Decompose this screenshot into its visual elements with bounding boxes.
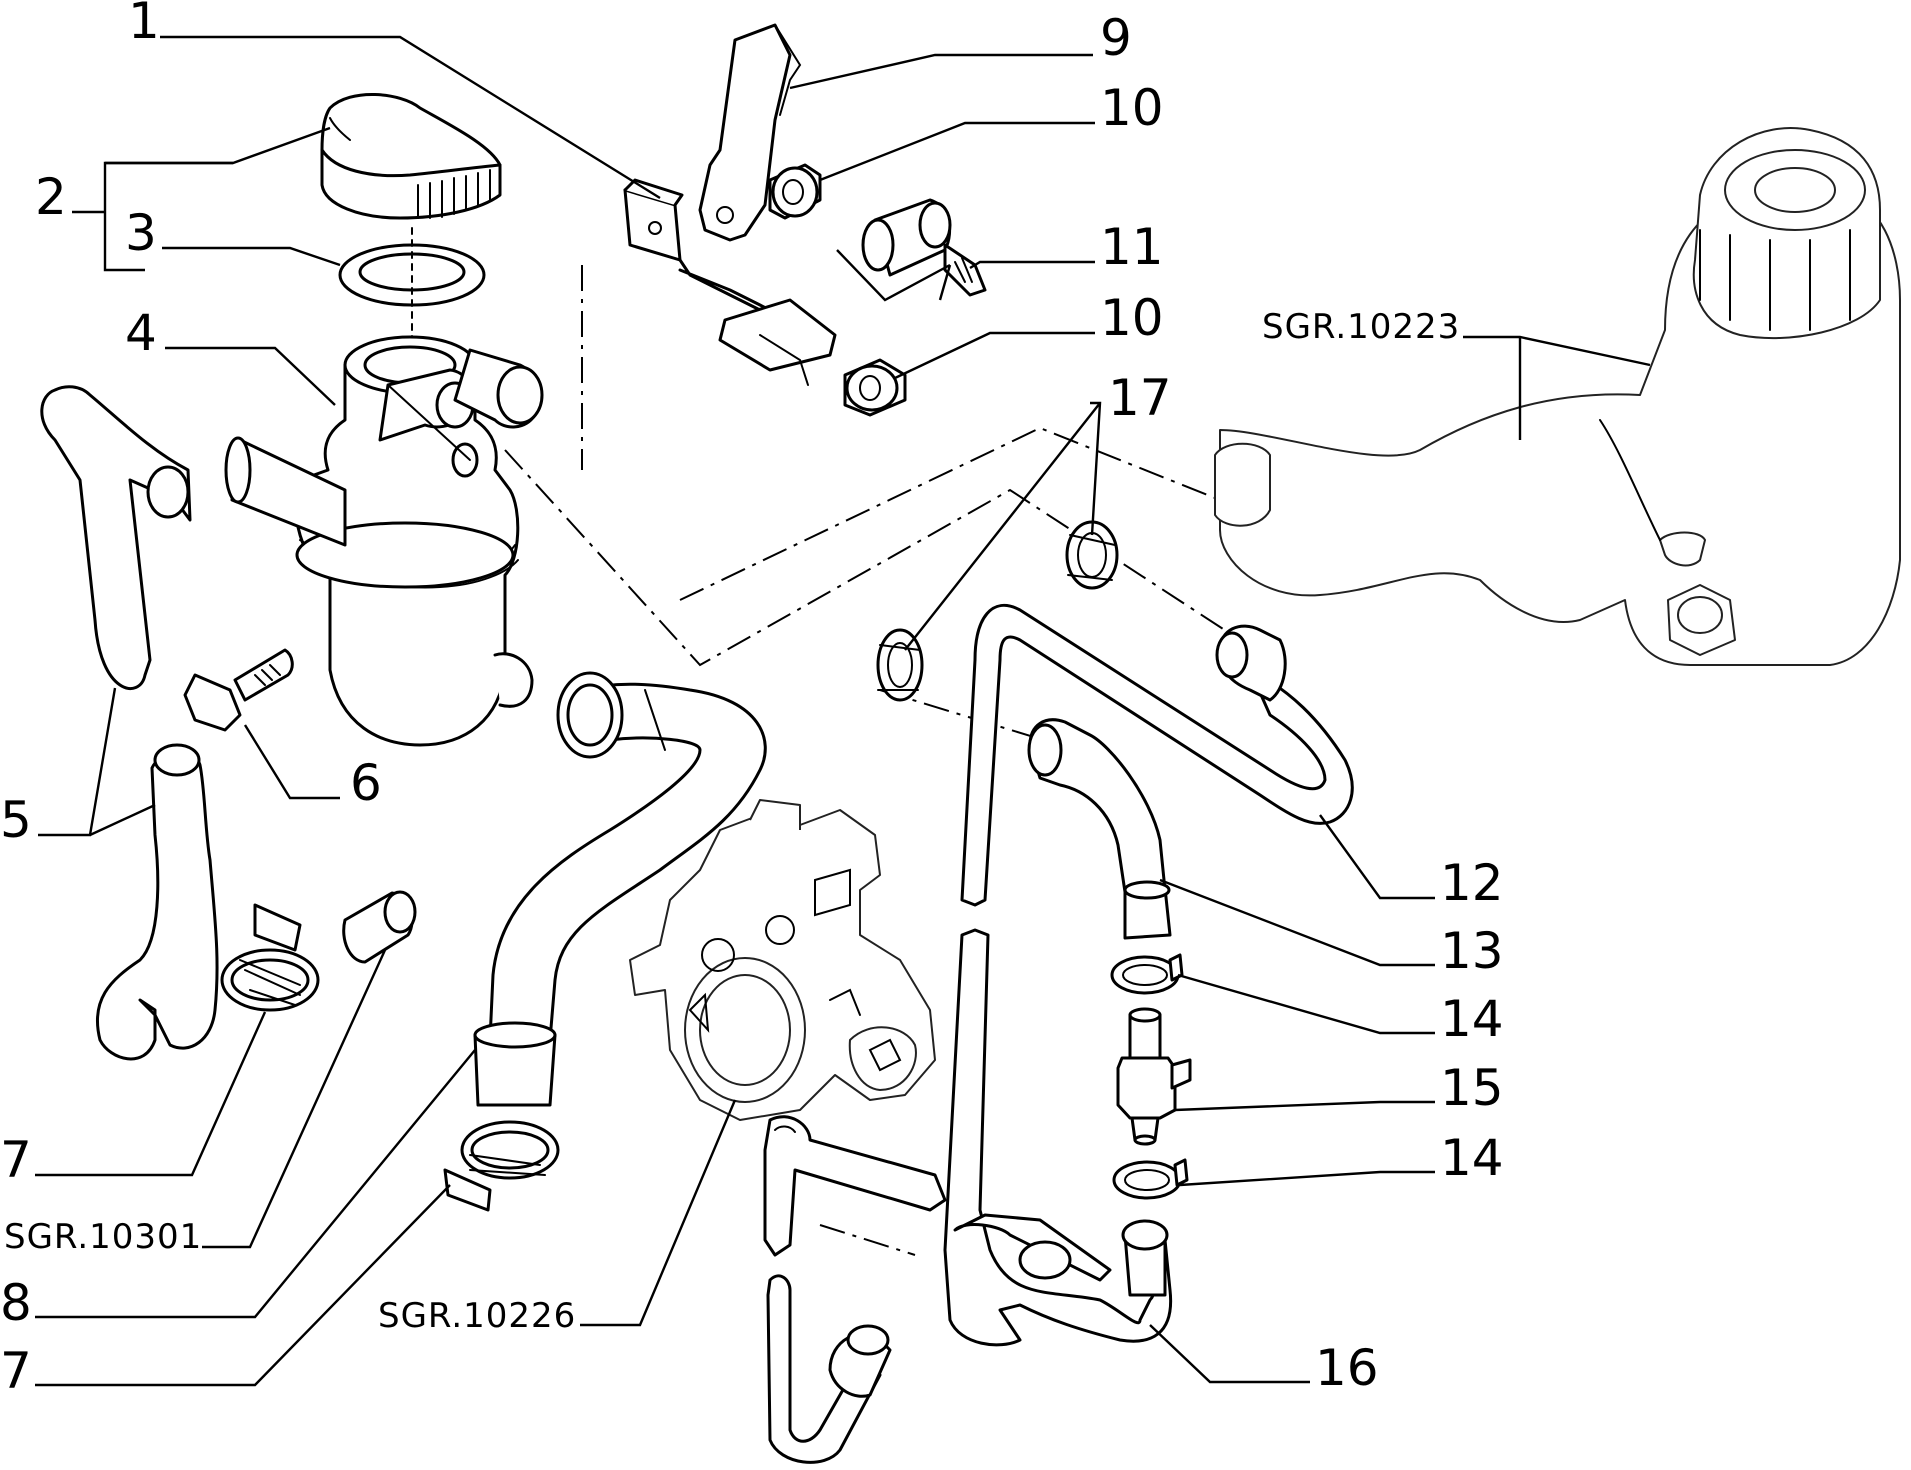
lever [698,23,802,242]
nut-upper [768,163,822,220]
elbow-hose [1027,718,1172,940]
callout-4: 4 [125,304,157,362]
small-hose-upper [763,1115,947,1257]
callout-9: 9 [1100,9,1132,67]
vapor-separator [224,335,544,747]
seal-ring [338,227,486,341]
callout-17: 17 [1108,369,1172,427]
callout-labels: 1 2 3 4 5 6 7 8 7 9 10 11 10 17 12 13 14… [0,0,1504,1400]
filler-cap [320,92,502,220]
nut-lower [843,358,907,417]
spacer-pointer [836,249,952,302]
callout-2: 2 [35,168,67,226]
hose-clamp-upper [220,903,320,1012]
callout-16: 16 [1315,1339,1379,1397]
leader-lines [35,35,1651,1387]
small-hose-lower [766,1274,892,1464]
small-clamp-upper [1110,953,1184,995]
callout-8: 8 [0,1274,32,1332]
long-hose [943,603,1354,1347]
hose-clip-upper [1065,520,1119,590]
hose-lower-left [95,743,219,1061]
rubber-plug [342,890,417,964]
bolt [183,648,294,732]
small-clamp-lower [1112,1158,1189,1200]
breather-hose [473,671,767,1107]
hose-clamp-lower [443,1120,560,1212]
bracket [623,178,837,386]
callout-1: 1 [128,0,160,50]
ref-air-filter: SGR.10223 [1262,307,1460,347]
callout-11: 11 [1100,218,1164,276]
hose-clip-lower [876,628,924,702]
callout-7-lower: 7 [0,1342,32,1400]
callout-6: 6 [350,754,382,812]
callout-14-lower: 14 [1440,1129,1504,1187]
check-valve [1116,1007,1192,1146]
air-filter-housing [1214,127,1901,666]
callout-7-upper: 7 [0,1131,32,1189]
hose-upper-left [40,385,192,691]
callout-14-upper: 14 [1440,990,1504,1048]
ref-plug: SGR.10301 [4,1217,202,1257]
callout-3: 3 [125,204,157,262]
callout-10-lower: 10 [1100,289,1164,347]
callout-5: 5 [0,791,32,849]
spacer-stud [861,198,987,297]
callout-13: 13 [1440,922,1504,980]
callout-12: 12 [1440,854,1504,912]
throttle-body [629,799,936,1121]
ref-throttle-body: SGR.10226 [378,1296,576,1336]
callout-10-upper: 10 [1100,79,1164,137]
callout-15: 15 [1440,1059,1504,1117]
